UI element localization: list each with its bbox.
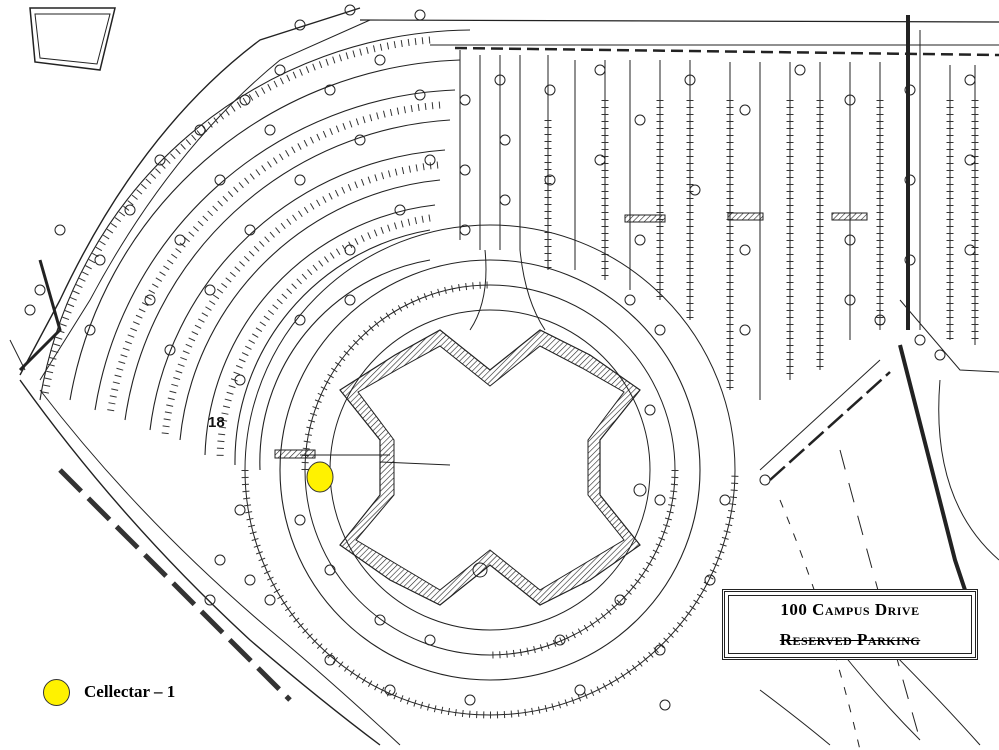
adjacent-building xyxy=(29,7,116,71)
campus-building xyxy=(274,329,641,606)
parking-row-number: 18 xyxy=(208,414,225,431)
reserved-parking-spot-marker xyxy=(306,461,334,493)
map-legend: Cellectar – 1 xyxy=(43,675,175,709)
radial-parking-rows xyxy=(39,29,471,471)
site-roads xyxy=(9,7,999,750)
map-title-box: 100 Campus Drive Reserved Parking xyxy=(722,589,978,660)
title-box-inner-border xyxy=(728,595,972,654)
legend-label: Cellectar – 1 xyxy=(84,682,176,701)
map-title-line-1: 100 Campus Drive xyxy=(780,600,920,619)
vertical-parking-rows xyxy=(459,50,979,400)
landscaping-trees xyxy=(24,4,976,711)
map-title-line-2: Reserved Parking xyxy=(779,630,921,649)
yellow-circle-marker-icon xyxy=(43,678,70,706)
